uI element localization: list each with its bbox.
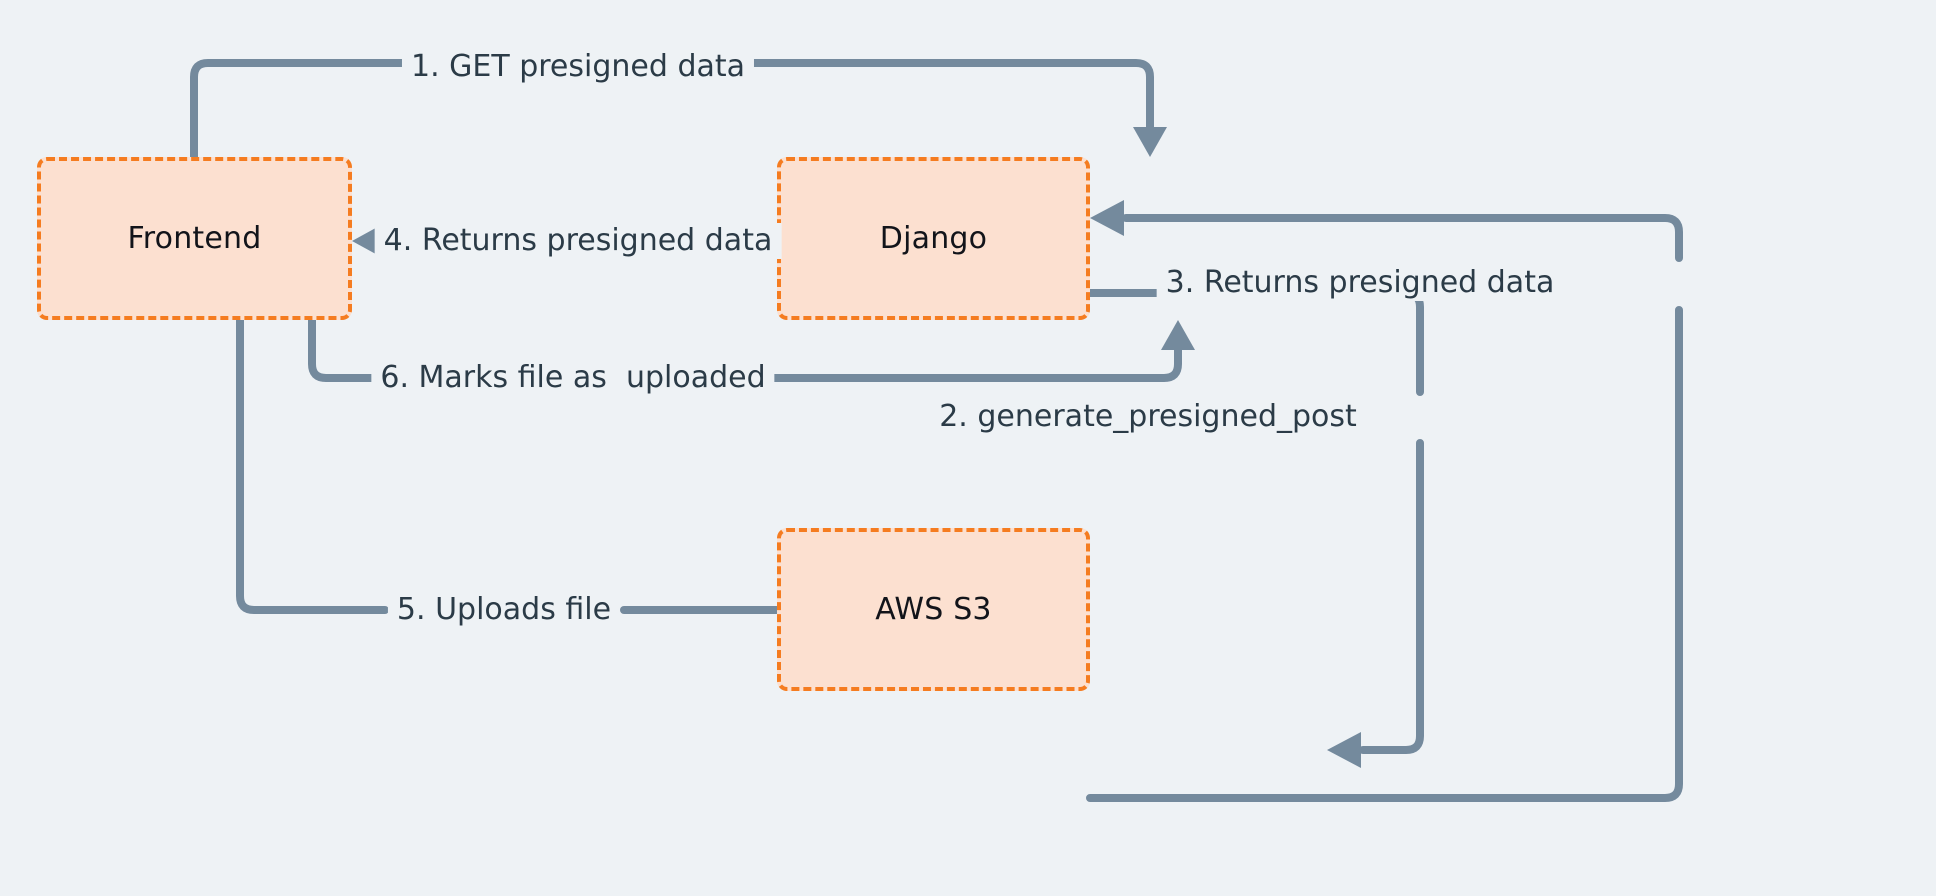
- edge-6-path-left: [308, 316, 398, 382]
- edge-1-path-right: [702, 59, 1154, 136]
- edge-6-arrowhead: [1161, 320, 1195, 350]
- node-frontend[interactable]: Frontend: [37, 157, 352, 320]
- edge-label-2: 2. generate_presigned_post: [930, 399, 1366, 435]
- edge-1-path-left: [190, 59, 456, 161]
- edge-3-arrowhead: [1090, 200, 1124, 236]
- edge-1-arrowhead: [1133, 127, 1167, 157]
- edge-2-path-bottom: [1359, 439, 1424, 754]
- edge-label-1: 1. GET presigned data: [401, 49, 755, 85]
- edge-3-path-top: [1122, 214, 1683, 262]
- node-django-label: Django: [879, 221, 988, 256]
- edge-3-path-bottom: [1086, 306, 1683, 802]
- edge-label-3: 3. Returns presigned data: [1156, 265, 1564, 301]
- node-aws-s3[interactable]: AWS S3: [777, 528, 1090, 691]
- edge-label-5: 5. Uploads file: [387, 592, 621, 628]
- edge-5-path-left: [236, 316, 389, 614]
- node-aws-s3-label: AWS S3: [875, 592, 992, 627]
- node-frontend-label: Frontend: [127, 221, 262, 256]
- edge-label-4: 4. Returns presigned data: [374, 223, 782, 259]
- edge-label-6: 6. Marks file as uploaded: [371, 360, 775, 396]
- edge-2-arrowhead: [1327, 732, 1361, 768]
- node-django[interactable]: Django: [777, 157, 1090, 320]
- edge-6-path-right: [748, 341, 1182, 382]
